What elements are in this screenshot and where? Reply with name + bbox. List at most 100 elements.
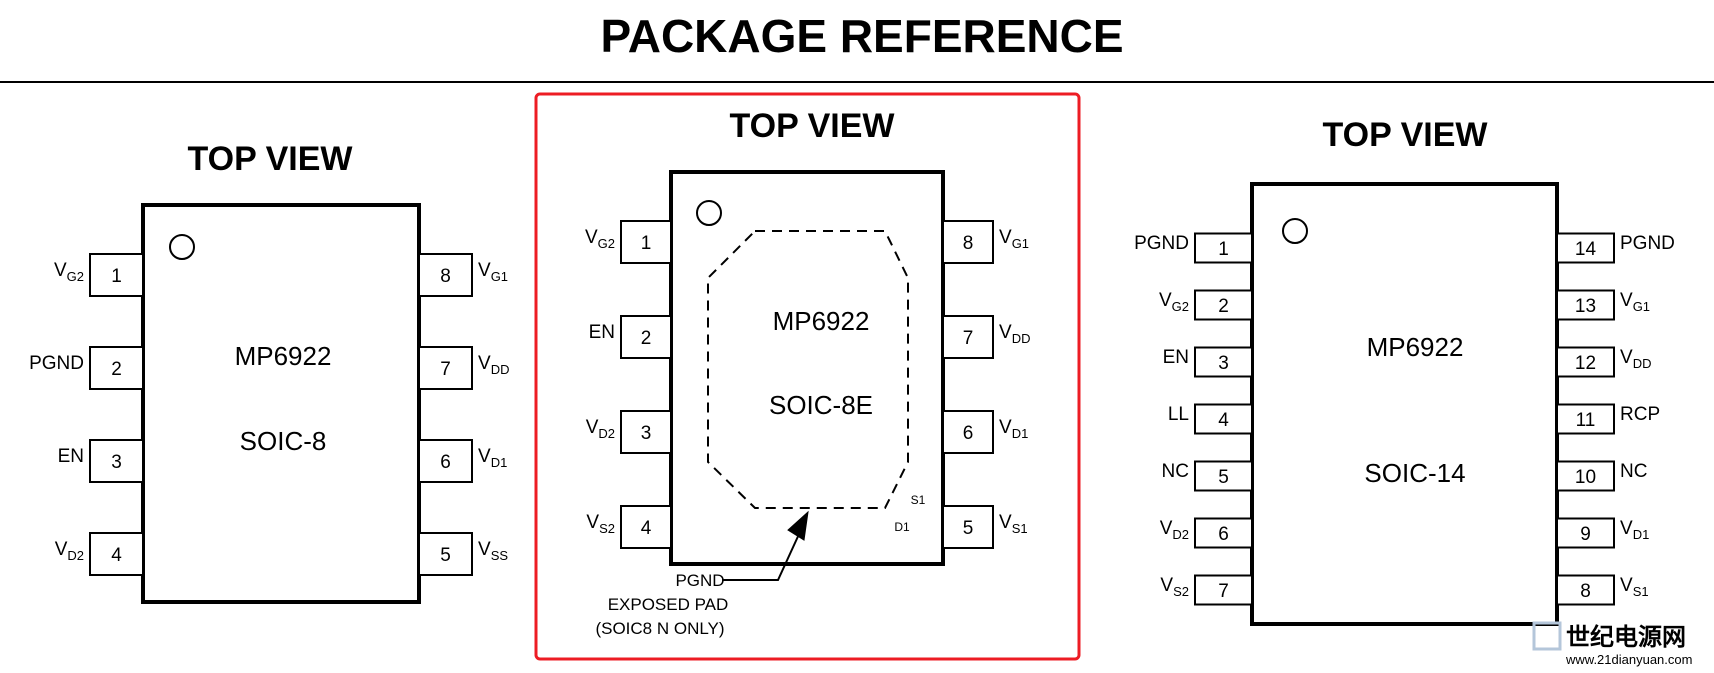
- pin-box-4: [1194, 403, 1253, 435]
- pin-label-5-subscript: S1: [1012, 521, 1028, 536]
- pin-label-6-subscript: D1: [491, 455, 508, 470]
- view-title: TOP VIEW: [729, 107, 895, 145]
- pin-box-6: [1194, 517, 1253, 549]
- pin-label-1-subscript: G2: [598, 236, 615, 251]
- pin-label-3-text: EN: [58, 446, 84, 467]
- pin-label-7-subscript: DD: [1012, 331, 1031, 346]
- pin-label-7-text: V: [1160, 575, 1173, 596]
- pin-label-6-text: V: [999, 417, 1012, 438]
- pin-label-9: VD1: [1620, 518, 1649, 542]
- pin-number-7: 7: [963, 328, 974, 349]
- pin-label-11-text: RCP: [1620, 404, 1660, 425]
- pin-label-8-subscript: S1: [1633, 584, 1649, 599]
- pin-label-8-text: V: [1620, 575, 1633, 596]
- pin-label-8: VG1: [478, 260, 508, 284]
- pin-box-7: [942, 315, 994, 359]
- pin-label-7-subscript: S2: [1173, 584, 1189, 599]
- pin-box-3: [89, 439, 144, 483]
- pin-label-10: NC: [1620, 461, 1647, 482]
- pin-label-4: LL: [1168, 404, 1189, 425]
- pin-number-2: 2: [1218, 296, 1229, 317]
- pin-label-8-text: V: [478, 260, 491, 281]
- pin-box-8: [942, 220, 994, 264]
- pin-label-11: RCP: [1620, 404, 1660, 425]
- pin-label-1-text: PGND: [1134, 233, 1189, 254]
- pin-number-8: 8: [440, 266, 451, 287]
- pin-label-5-text: V: [999, 512, 1012, 533]
- pin-label-1-text: V: [54, 260, 67, 281]
- pin-box-3: [620, 410, 672, 454]
- pin-number-3: 3: [641, 423, 652, 444]
- pin-box-6: [942, 410, 994, 454]
- pin-box-5: [418, 532, 473, 576]
- pin-number-7: 7: [1218, 581, 1229, 602]
- pin-number-5: 5: [963, 518, 974, 539]
- pin-box-8: [1556, 574, 1615, 606]
- pin-label-12: VDD: [1620, 347, 1651, 371]
- pin-number-1: 1: [111, 266, 122, 287]
- page-title: PACKAGE REFERENCE: [600, 10, 1123, 62]
- pin-label-9-subscript: D1: [1633, 527, 1650, 542]
- pin-box-3: [1194, 346, 1253, 378]
- pin-label-2-text: EN: [589, 322, 615, 343]
- pin-label-4: VD2: [55, 539, 84, 563]
- pin-label-6-subscript: D2: [1172, 527, 1189, 542]
- chip-body: [669, 170, 945, 566]
- pin-number-8: 8: [1580, 581, 1591, 602]
- pin-box-7: [1194, 574, 1253, 606]
- pin1-marker-icon: [696, 200, 722, 226]
- pin-number-6: 6: [963, 423, 974, 444]
- pin-number-6: 6: [440, 452, 451, 473]
- pad-note-pgnd: PGND: [675, 571, 724, 590]
- pin-box-13: [1556, 289, 1615, 321]
- watermark: 世纪电源网 www.21dianyuan.com: [1532, 621, 1692, 667]
- pin-box-2: [89, 346, 144, 390]
- pin-number-10: 10: [1575, 467, 1596, 488]
- pin-box-9: [1556, 517, 1615, 549]
- part-number: MP6922: [1367, 332, 1464, 362]
- pin-number-1: 1: [641, 233, 652, 254]
- watermark-url: www.21dianyuan.com: [1565, 652, 1692, 667]
- inner-label-s1: S1: [911, 493, 926, 507]
- pin-number-7: 7: [440, 359, 451, 380]
- pin-label-2-text: PGND: [29, 353, 84, 374]
- pin-label-4-subscript: S2: [599, 521, 615, 536]
- pin-label-7-text: V: [999, 322, 1012, 343]
- pin-number-1: 1: [1218, 239, 1229, 260]
- pin-label-13-text: V: [1620, 290, 1633, 311]
- pin-box-8: [418, 253, 473, 297]
- pin-label-5-text: V: [478, 539, 491, 560]
- pin-label-6-text: V: [478, 446, 491, 467]
- pin-box-2: [1194, 289, 1253, 321]
- pin-box-14: [1556, 232, 1615, 264]
- highlight-frame: [534, 92, 1081, 661]
- pin-box-5: [942, 505, 994, 549]
- pin-box-6: [418, 439, 473, 483]
- pin-box-4: [89, 532, 144, 576]
- exposed-pad-outline: [707, 230, 909, 509]
- pin-number-9: 9: [1580, 524, 1591, 545]
- pin-box-12: [1556, 346, 1615, 378]
- pin-label-1: VG2: [585, 227, 615, 251]
- pin-number-5: 5: [1218, 467, 1229, 488]
- pin-box-2: [620, 315, 672, 359]
- part-number: MP6922: [773, 306, 870, 336]
- pin-label-13: VG1: [1620, 290, 1650, 314]
- chip-body: [141, 203, 421, 604]
- pin-label-6: VD1: [999, 417, 1028, 441]
- pin-label-7: VDD: [478, 353, 509, 377]
- pin-label-4-subscript: D2: [67, 548, 84, 563]
- pin-box-10: [1556, 460, 1615, 492]
- pin-label-2: VG2: [1159, 290, 1189, 314]
- pad-leader-line: [722, 531, 801, 581]
- pad-note-exposed: EXPOSED PAD: [608, 595, 729, 614]
- pin-label-8-subscript: G1: [1012, 236, 1029, 251]
- pin-label-7: VS2: [1160, 575, 1189, 599]
- pad-note-only: (SOIC8 N ONLY): [595, 619, 724, 638]
- pin-label-3-subscript: D2: [598, 426, 615, 441]
- pin-label-2: EN: [589, 322, 615, 343]
- chip-body: [1250, 182, 1559, 626]
- pad-arrow-icon: [787, 510, 809, 541]
